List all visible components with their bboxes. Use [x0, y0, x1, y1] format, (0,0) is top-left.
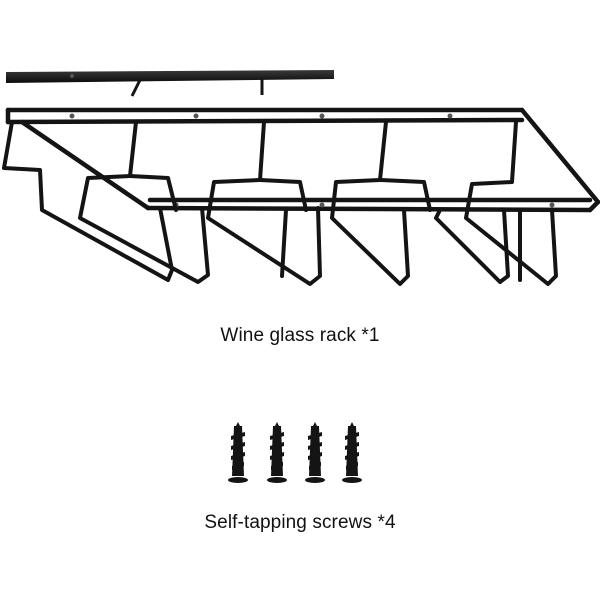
screws-caption: Self-tapping screws *4: [204, 512, 396, 533]
screw-1: [228, 422, 248, 483]
rack-rail-4: [330, 120, 510, 286]
screw-4: [342, 422, 362, 483]
rack-rail-2: [78, 120, 210, 284]
wine-glass-rack: [2, 107, 600, 286]
rack-caption: Wine glass rack *1: [220, 325, 380, 346]
frame-screw-holes: [69, 113, 555, 208]
mounting-bar: [6, 70, 334, 97]
rack-rail-3: [206, 120, 322, 286]
rack-rail-1: [2, 120, 174, 282]
rack-rail-5: [464, 120, 558, 286]
screw-set: [228, 422, 362, 483]
screw-2: [267, 422, 287, 483]
screw-3: [305, 422, 325, 483]
